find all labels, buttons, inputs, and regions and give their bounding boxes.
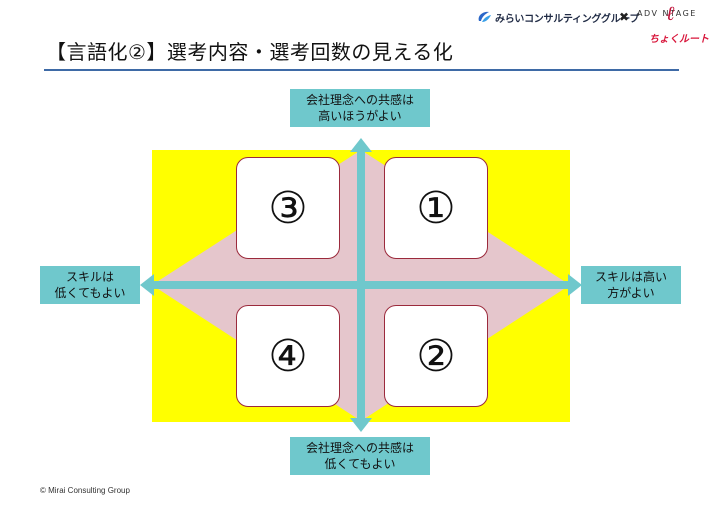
axis-label-right: スキルは高い 方がよい [581, 266, 681, 304]
axis-label-left: スキルは 低くてもよい [40, 266, 140, 304]
right-arrow-icon [568, 274, 582, 296]
advantage-logo-text: ADV NTAGE [637, 9, 697, 18]
quadrant-1-box: ① [384, 157, 488, 259]
title-divider [44, 69, 679, 71]
logo-cross-icon: ✖ [619, 10, 630, 24]
down-arrow-icon [350, 418, 372, 432]
advantage-logo-mark: ℓ [666, 1, 675, 25]
mirai-logo-text: みらいコンサルティンググループ [495, 13, 640, 25]
quadrant-3-box: ③ [236, 157, 340, 259]
up-arrow-icon [350, 138, 372, 152]
quadrant-1-label: ① [416, 182, 456, 234]
mirai-logo-icon [478, 11, 491, 22]
mirai-logo: みらいコンサルティンググループ [476, 8, 639, 26]
quadrant-3-label: ③ [268, 182, 308, 234]
axis-label-top: 会社理念への共感は 高いほうがよい [290, 89, 430, 127]
choku-route-logo: ちょくルート [649, 34, 709, 45]
axis-label-bottom: 会社理念への共感は 低くてもよい [290, 437, 430, 475]
page-title: 【言語化②】選考内容・選考回数の見える化 [46, 40, 454, 64]
copyright-footer: © Mirai Consulting Group [40, 486, 130, 495]
quadrant-4-label: ④ [268, 330, 308, 382]
quadrant-2-label: ② [416, 330, 456, 382]
left-arrow-icon [140, 274, 154, 296]
vertical-axis-line [357, 150, 365, 422]
quadrant-4-box: ④ [236, 305, 340, 407]
quadrant-2-box: ② [384, 305, 488, 407]
